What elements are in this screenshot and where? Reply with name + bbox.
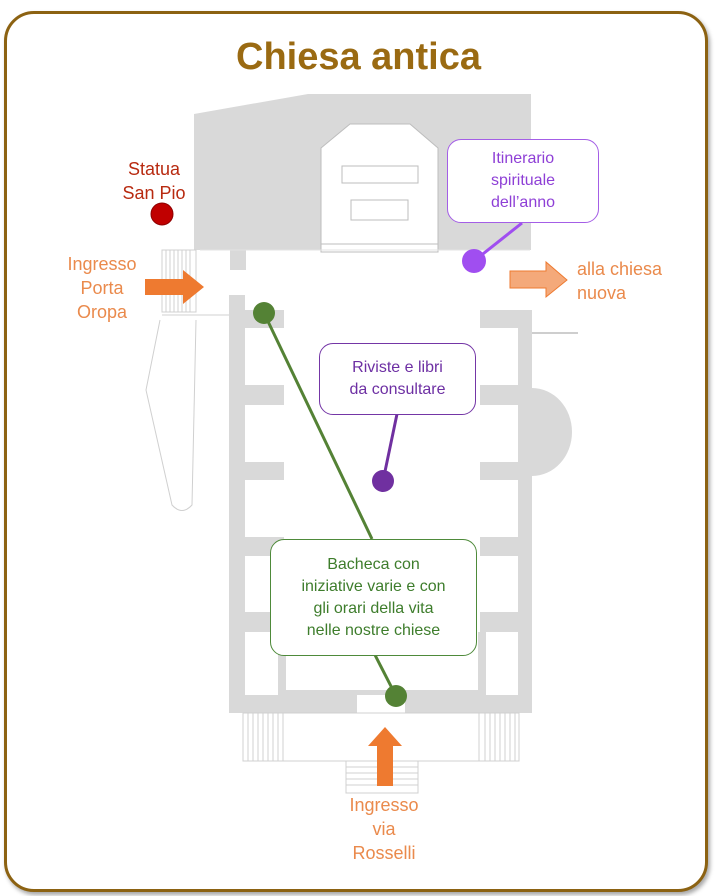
connector-line-riviste [381, 413, 399, 482]
arrow-ingresso-oropa-icon [145, 270, 204, 304]
arrow-chiesa-nuova-icon [509, 260, 568, 299]
itinerario-text: spirituale [490, 172, 556, 189]
map-title: Chiesa antica [236, 36, 481, 78]
alla-chiesa-nuova-label: alla chiesa nuova [577, 257, 662, 305]
bacheca-marker-bottom [385, 685, 407, 707]
bacheca-marker-top [253, 302, 275, 324]
itinerario-text: Itinerario [491, 150, 555, 167]
riviste-text: Riviste e libri [352, 359, 443, 376]
ingresso-oropa-label-line: Oropa [76, 302, 128, 322]
itinerario-text: dell’anno [490, 194, 556, 211]
bacheca-callout: Bacheca con iniziative varie e con gli o… [270, 539, 477, 656]
ingresso-oropa-label-line: Porta [80, 278, 124, 298]
itinerario-callout: Itinerario spirituale dell’anno [447, 139, 599, 223]
apse [532, 388, 572, 476]
riviste-text: da consultare [349, 381, 446, 398]
statua-label-line: Statua [127, 159, 181, 179]
ingresso-rosselli-label-line: via [372, 819, 396, 839]
riviste-callout: Riviste e libri da consultare [319, 343, 476, 415]
bacheca-text: gli orari della vita [313, 599, 434, 617]
ingresso-rosselli-label-line: Ingresso [349, 795, 419, 815]
statua-label-line: San Pio [122, 183, 186, 203]
statua-marker [150, 202, 174, 226]
riviste-marker [372, 470, 394, 492]
connector-line-bacheca-top [262, 312, 374, 540]
itinerario-marker [462, 249, 486, 273]
bacheca-text: Bacheca con [327, 555, 420, 573]
arrow-ingresso-rosselli-icon [368, 727, 402, 786]
statua-label: Statua San Pio [108, 157, 200, 205]
bacheca-text: nelle nostre chiese [306, 621, 441, 639]
altar-bottom [350, 199, 409, 221]
altar-top [341, 165, 419, 184]
nave-walls [229, 295, 532, 713]
bacheca-text: iniziative varie e con [301, 577, 446, 595]
alla-chiesa-label-line: alla chiesa [577, 259, 663, 279]
chapel [320, 123, 439, 253]
ingresso-oropa-label: Ingresso Porta Oropa [56, 252, 148, 324]
ingresso-rosselli-label: Ingresso via Rosselli [334, 793, 434, 865]
ingresso-rosselli-label-line: Rosselli [352, 843, 416, 863]
alla-chiesa-label-line: nuova [577, 283, 627, 303]
ingresso-oropa-label-line: Ingresso [67, 254, 137, 274]
